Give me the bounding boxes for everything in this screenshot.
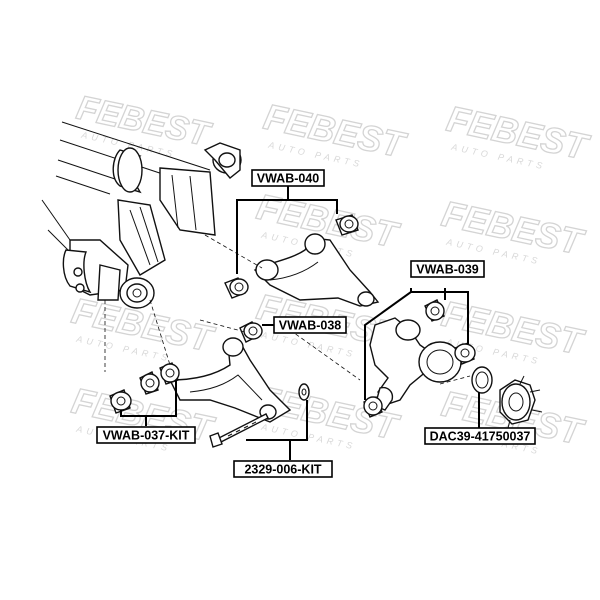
label-vwab-039-text: VWAB-039 [416, 263, 479, 277]
label-dac39-text: DAC39-41750037 [430, 430, 531, 444]
watermark-1: FEBEST AUTO PARTS [73, 88, 217, 160]
bushing-upper-left [224, 277, 249, 299]
bushing-039-b [454, 342, 476, 365]
bushing-vwab-038 [239, 321, 263, 343]
bolt-2329-006 [209, 413, 269, 448]
assembly-guides [104, 234, 471, 385]
bushing-037-b [139, 371, 160, 395]
leader-lines [120, 186, 480, 460]
washer-2329-006 [298, 383, 310, 401]
lower-control-arm [168, 337, 292, 423]
bushing-039-c [363, 396, 383, 418]
watermark-3: FEBEST AUTO PARTS [443, 97, 595, 172]
bushing-039-a [424, 299, 445, 322]
label-vwab-040: VWAB-040 [251, 169, 325, 187]
label-vwab-037-kit-text: VWAB-037-KIT [103, 429, 190, 443]
label-vwab-039: VWAB-039 [410, 260, 485, 278]
label-dac39: DAC39-41750037 [424, 427, 536, 445]
label-vwab-038-text: VWAB-038 [279, 319, 342, 333]
label-vwab-038: VWAB-038 [273, 316, 347, 334]
wheel-knuckle [369, 317, 462, 411]
wheel-hub [499, 375, 543, 429]
subframe [41, 121, 242, 309]
watermark-2: FEBEST AUTO PARTS [260, 95, 412, 170]
label-vwab-040-text: VWAB-040 [257, 172, 320, 186]
bushing-upper-right [335, 214, 359, 236]
wheel-bearing [471, 366, 493, 394]
label-2329-006-kit-text: 2329-006-KIT [244, 463, 321, 477]
bushing-037-c [159, 362, 180, 385]
label-2329-006-kit: 2329-006-KIT [233, 460, 333, 478]
upper-control-arm [253, 233, 380, 307]
label-vwab-037-kit: VWAB-037-KIT [96, 426, 196, 444]
